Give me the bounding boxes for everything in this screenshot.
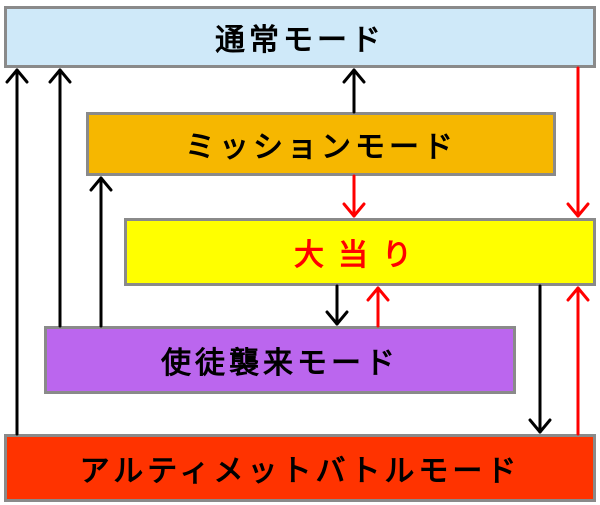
mode-label-assault: 使徒襲来モード bbox=[161, 346, 399, 381]
mode-box-ultimate: アルティメットバトルモード bbox=[4, 434, 596, 502]
mode-box-assault: 使徒襲来モード bbox=[44, 326, 516, 394]
mode-box-jackpot: 大当り bbox=[124, 218, 596, 286]
arrow-ultimate-to-jackpot bbox=[566, 286, 590, 436]
arrow-mission-to-normal bbox=[342, 68, 366, 114]
arrow-ultimate-to-normal bbox=[5, 68, 29, 436]
arrow-mission-to-jackpot bbox=[342, 174, 366, 218]
mode-box-mission: ミッションモード bbox=[86, 112, 556, 176]
arrow-jackpot-to-ultimate bbox=[528, 284, 552, 434]
mode-label-jackpot: 大当り bbox=[294, 238, 426, 273]
arrow-normal-to-jackpot bbox=[566, 66, 590, 218]
arrow-assault-to-normal bbox=[48, 68, 72, 328]
mode-label-ultimate: アルティメットバトルモード bbox=[79, 454, 521, 489]
arrow-jackpot-to-assault bbox=[325, 284, 349, 326]
mode-label-normal: 通常モード bbox=[215, 23, 385, 58]
mode-label-mission: ミッションモード bbox=[185, 130, 457, 165]
arrow-assault-to-jackpot bbox=[366, 286, 390, 328]
arrow-assault-to-mission bbox=[89, 176, 113, 328]
mode-box-normal: 通常モード bbox=[4, 6, 596, 68]
